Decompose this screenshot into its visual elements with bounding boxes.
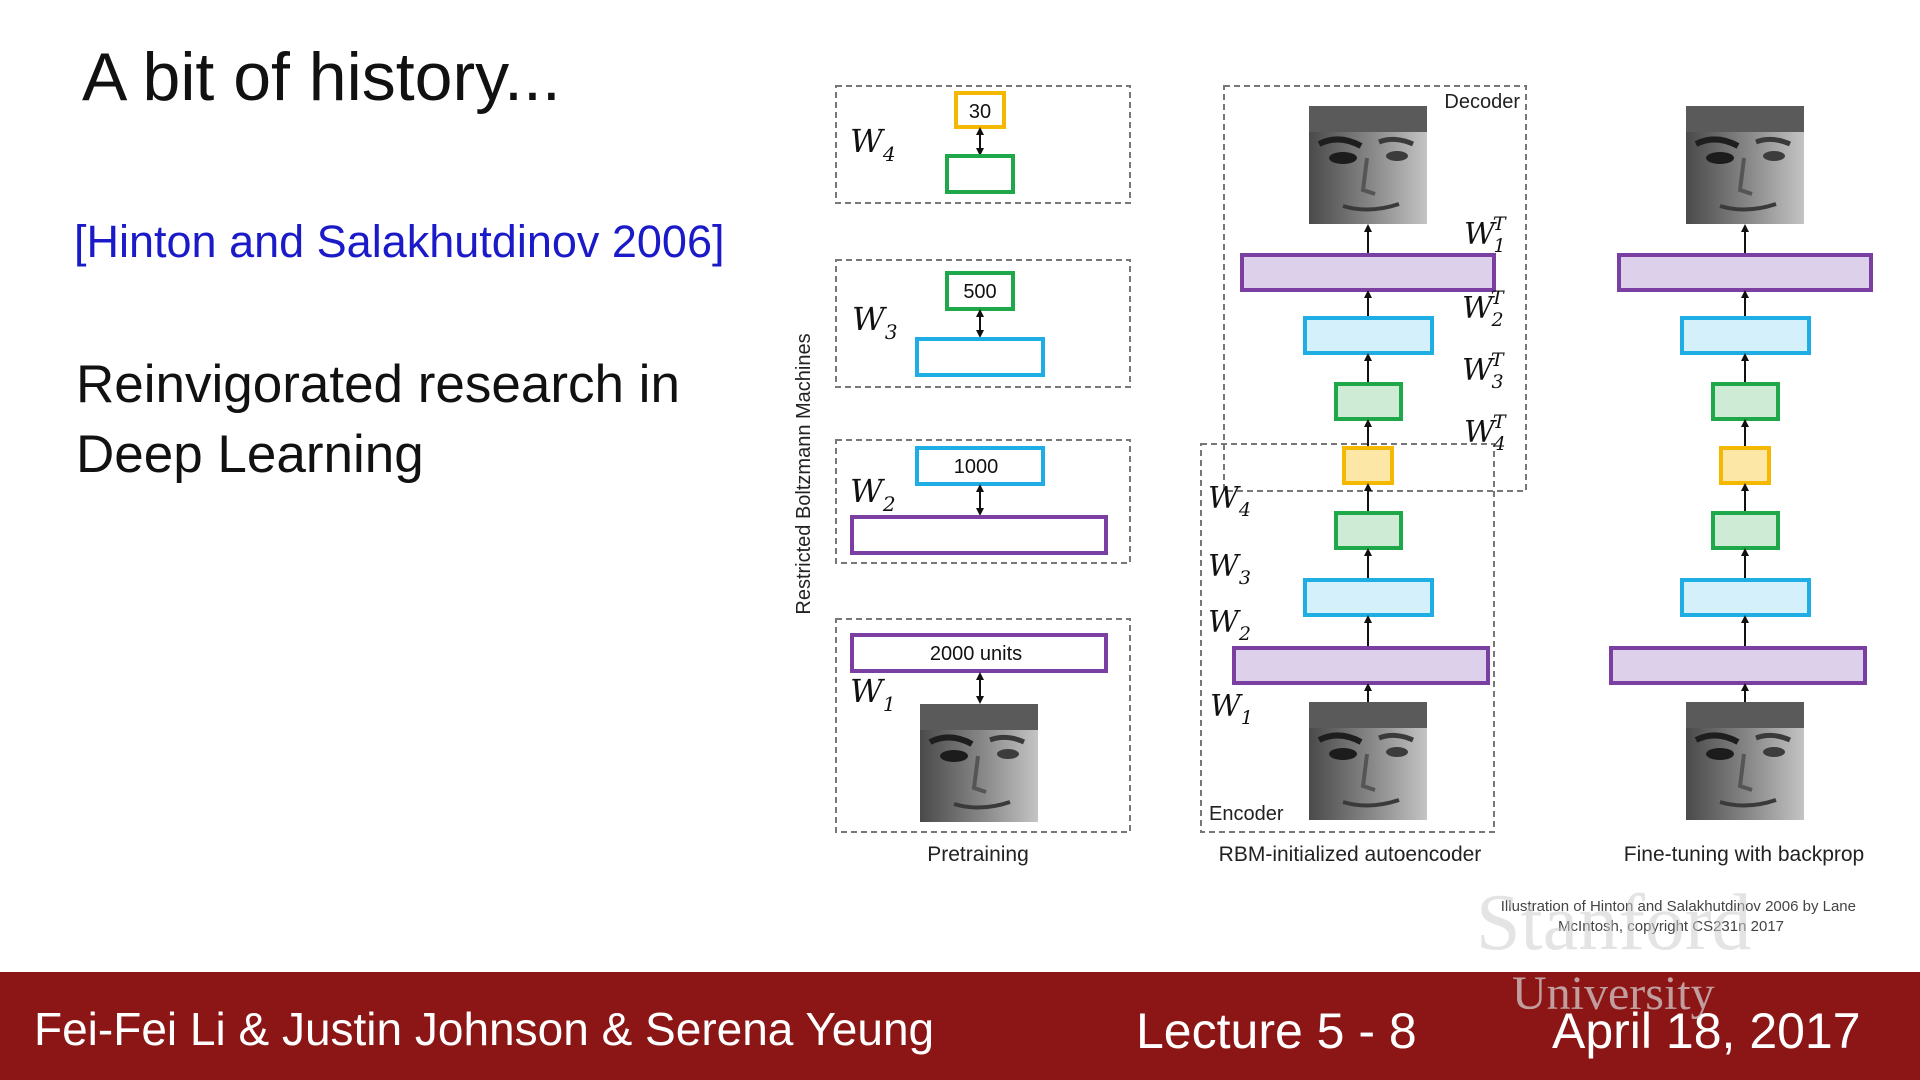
weight-label-w1: W1 xyxy=(850,672,896,716)
caption-autoencoder: RBM-initialized autoencoder xyxy=(1219,843,1482,866)
rbm-stage-w1 xyxy=(835,618,1131,833)
ae-layer-green-bottom xyxy=(1334,511,1403,550)
finetune-column: Fine-tuning with backprop xyxy=(1609,106,1873,866)
autoencoder-figure: Restricted Boltzmann Machines 30 W4 500 … xyxy=(793,85,1873,935)
encoder-weight-w4: W4 xyxy=(1208,481,1251,521)
decoder-label: Decoder xyxy=(1444,91,1520,113)
caption-finetune: Fine-tuning with backprop xyxy=(1624,843,1864,866)
encoder-weight-w2: W2 xyxy=(1208,605,1251,645)
ae-layer-purple-bottom xyxy=(1232,646,1490,685)
unit-label-2000: 2000 units xyxy=(930,643,1022,665)
weight-label-w3: W3 xyxy=(852,300,898,344)
stanford-watermark: Stanford xyxy=(1476,879,1752,967)
ae-layer-cyan-top xyxy=(1303,316,1434,355)
footer-date: April 18, 2017 xyxy=(1552,1003,1861,1059)
body-line-1: Reinvigorated research in xyxy=(76,355,680,414)
footer-lecture: Lecture 5 - 8 xyxy=(1136,1003,1417,1059)
rbm-label: Restricted Boltzmann Machines xyxy=(793,333,815,614)
face-image-pretraining xyxy=(920,704,1038,822)
encoder-weight-w3: W3 xyxy=(1208,549,1251,589)
body-line-2: Deep Learning xyxy=(76,425,424,484)
slide-title: A bit of history... xyxy=(82,39,561,115)
unit-box-30 xyxy=(954,91,1006,129)
ae-layer-green-top xyxy=(1334,382,1403,421)
footer-bar: Fei-Fei Li & Justin Johnson & Serena Yeu… xyxy=(0,972,1920,1080)
unit-box-2000 xyxy=(850,633,1108,673)
encoder-weight-w1: W1 xyxy=(1210,689,1253,729)
body-text: Reinvigorated research in Deep Learning xyxy=(76,350,680,490)
unit-box-green-w4 xyxy=(945,154,1015,194)
encoder-label: Encoder xyxy=(1209,803,1284,825)
ft-layer-green-bottom xyxy=(1711,511,1780,550)
unit-box-cyan-w3 xyxy=(915,337,1045,377)
rbm-stage-w4 xyxy=(835,85,1131,204)
decoder-region xyxy=(1223,85,1527,492)
unit-label-30: 30 xyxy=(969,101,991,123)
unit-box-500 xyxy=(945,271,1015,311)
figure-credit-line-2: McIntosh, copyright CS231n 2017 xyxy=(1558,918,1784,935)
ft-layer-cyan-top xyxy=(1680,316,1811,355)
face-image-ft-input xyxy=(1686,702,1804,820)
unit-box-purple-w2 xyxy=(850,515,1108,555)
ae-layer-purple-top xyxy=(1240,253,1496,292)
university-watermark: University xyxy=(1512,967,1715,1020)
citation-link[interactable]: [Hinton and Salakhutdinov 2006] xyxy=(74,216,725,267)
footer-authors: Fei-Fei Li & Justin Johnson & Serena Yeu… xyxy=(34,1003,935,1055)
face-image-ae-input xyxy=(1309,702,1427,820)
face-image-ae-output xyxy=(1309,106,1427,224)
rbm-stage-w2 xyxy=(835,439,1131,564)
ft-layer-code xyxy=(1719,446,1771,485)
unit-label-500: 500 xyxy=(963,281,996,303)
ft-layer-cyan-bottom xyxy=(1680,578,1811,617)
ft-layer-purple-top xyxy=(1617,253,1873,292)
ae-layer-code xyxy=(1342,446,1394,485)
weight-label-w2: W2 xyxy=(850,472,896,516)
ft-layer-green-top xyxy=(1711,382,1780,421)
face-image-ft-output xyxy=(1686,106,1804,224)
figure-credit-line-1: Illustration of Hinton and Salakhutdinov… xyxy=(1501,898,1856,915)
pretraining-column: 30 W4 500 W3 1000 W2 2000 units W1 Pretr… xyxy=(835,85,1131,866)
ae-layer-cyan-bottom xyxy=(1303,578,1434,617)
ft-layer-purple-bottom xyxy=(1609,646,1867,685)
caption-pretraining: Pretraining xyxy=(927,843,1029,866)
weight-label-w4: W4 xyxy=(850,122,896,166)
unit-label-1000: 1000 xyxy=(954,456,999,478)
